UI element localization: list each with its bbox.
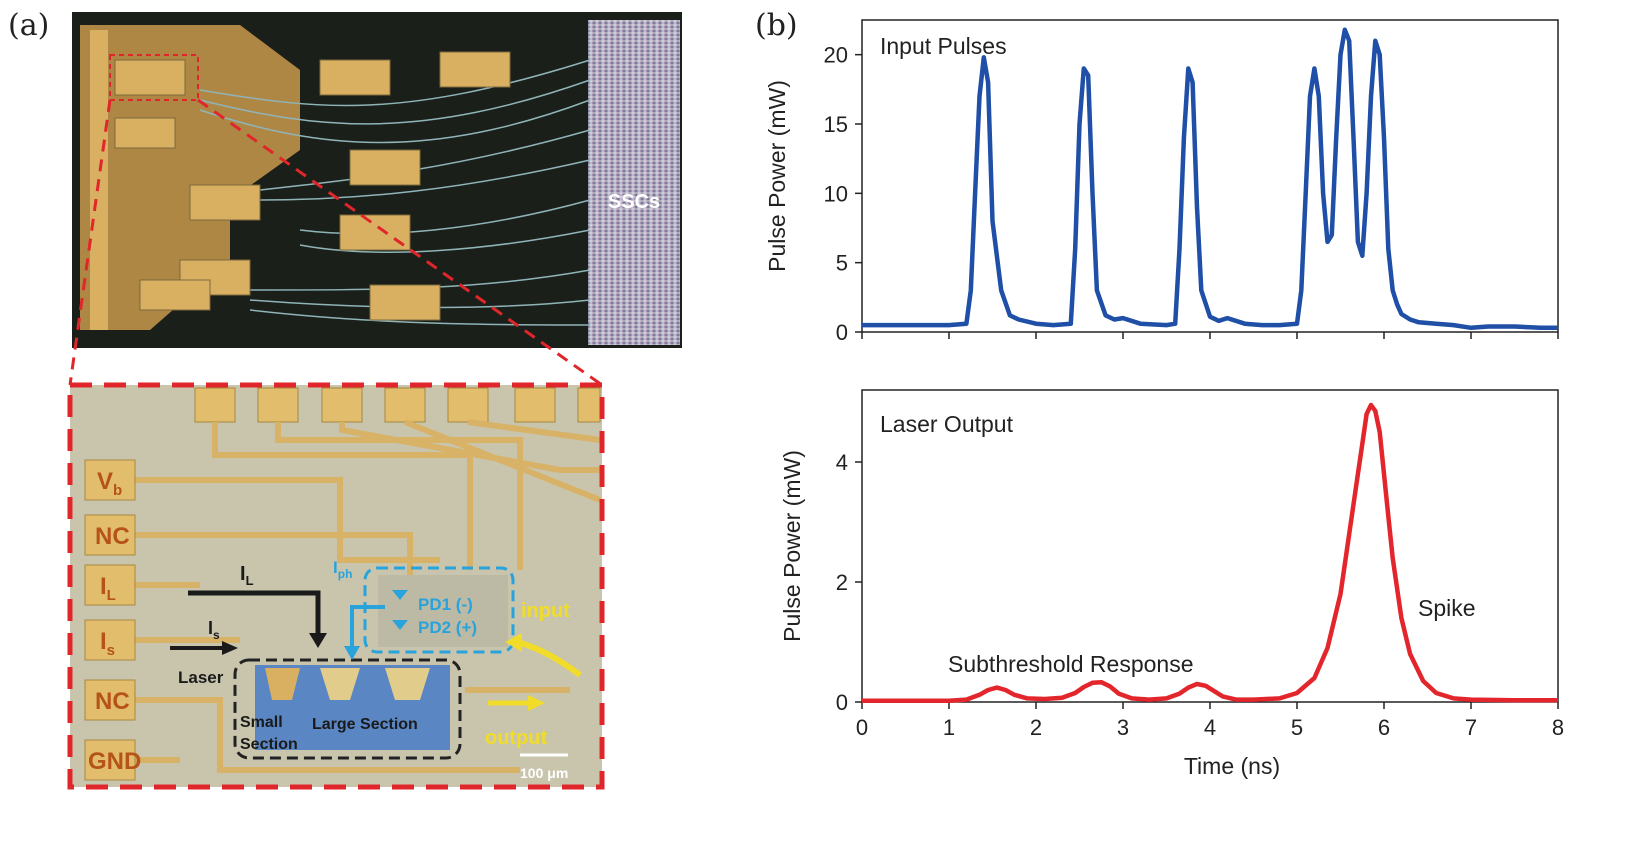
panel-a-label: (a)	[8, 8, 50, 43]
x-tick-label: 4	[1204, 715, 1216, 740]
small-section-label-1: Small	[240, 714, 283, 731]
large-section-label: Large Section	[312, 716, 418, 733]
device-blocks	[114, 51, 511, 321]
plot-frame	[861, 389, 1559, 703]
y-axis-label: Pulse Power (mW)	[779, 450, 805, 642]
photocurrent-arrowhead	[344, 646, 360, 660]
photocurrent-arrow	[350, 605, 385, 650]
input-arrow	[516, 639, 582, 678]
pd-markers	[392, 590, 408, 630]
y-tick-label: 10	[824, 181, 848, 206]
pad-labels: Vb NC IL Is NC GND	[88, 468, 141, 775]
plot-frame	[861, 19, 1559, 333]
small-section-label-2: Section	[240, 736, 298, 753]
laser-large-section-a	[320, 668, 360, 700]
pd1-label: PD1 (-)	[418, 595, 473, 614]
y-tick-label: 2	[836, 570, 848, 595]
y-tick-label: 0	[836, 320, 848, 345]
ssc-label: SSCs	[608, 191, 660, 213]
panel-annotation: Input Pulses	[880, 33, 1007, 59]
x-tick-label: 1	[943, 715, 955, 740]
current-is-label: Is	[208, 618, 220, 642]
output-arrowhead	[528, 695, 545, 711]
pad-nc-1: NC	[95, 523, 130, 550]
pad-il: IL	[100, 573, 116, 604]
laser-small-section	[265, 668, 300, 700]
zoom-region-box	[109, 54, 199, 101]
photodiode-area	[378, 575, 508, 647]
pad-is: Is	[100, 628, 115, 659]
is-current-arrowhead	[222, 641, 238, 655]
inset-left-pads	[84, 459, 136, 781]
laser-current-arrowhead	[309, 633, 327, 648]
x-tick-label: 8	[1552, 715, 1564, 740]
ssc-array	[588, 20, 680, 345]
series-line	[862, 27, 1558, 331]
subthreshold-annotation: Subthreshold Response	[948, 651, 1194, 677]
x-tick-label: 3	[1117, 715, 1129, 740]
panel-annotation: Laser Output	[880, 411, 1014, 437]
laser-current-arrow	[188, 590, 321, 637]
x-axis-label: Time (ns)	[1184, 753, 1280, 779]
current-il-label: IL	[240, 563, 254, 588]
pd2-label: PD2 (+)	[418, 618, 477, 637]
pad-vb: Vb	[97, 468, 122, 499]
chip-figure: SSCs	[67, 12, 682, 790]
scale-bar-label: 100 μm	[520, 765, 568, 781]
output-label: output	[485, 727, 548, 749]
laser-large-section-b	[385, 668, 430, 700]
input-label: input	[521, 600, 570, 622]
series-line	[862, 402, 1558, 704]
inset-top-pads	[194, 387, 601, 423]
y-axis-label: Pulse Power (mW)	[764, 80, 790, 272]
pad-gnd: GND	[88, 748, 141, 775]
current-iph-label: Iph	[333, 558, 352, 581]
x-tick-label: 7	[1465, 715, 1477, 740]
y-tick-label: 15	[824, 112, 848, 137]
inset-traces	[135, 419, 602, 773]
x-tick-label: 5	[1291, 715, 1303, 740]
laser-outline	[233, 658, 462, 760]
photodiode-outline	[363, 566, 515, 654]
input-arrowhead	[505, 633, 522, 652]
y-tick-label: 0	[836, 690, 848, 715]
x-tick-label: 0	[856, 715, 868, 740]
spike-annotation: Spike	[1418, 595, 1476, 621]
gold-bus-region	[80, 25, 300, 330]
zoom-connector-right	[197, 98, 603, 387]
pad-nc-2: NC	[95, 688, 130, 715]
panel-b-label: (b)	[755, 8, 798, 43]
zoom-connector-left	[68, 99, 112, 386]
y-tick-label: 5	[836, 251, 848, 276]
x-tick-label: 2	[1030, 715, 1042, 740]
laser-label: Laser	[178, 668, 224, 687]
y-tick-label: 4	[836, 450, 848, 475]
inset-border	[67, 382, 605, 790]
x-tick-label: 6	[1378, 715, 1390, 740]
y-tick-label: 20	[824, 43, 848, 68]
